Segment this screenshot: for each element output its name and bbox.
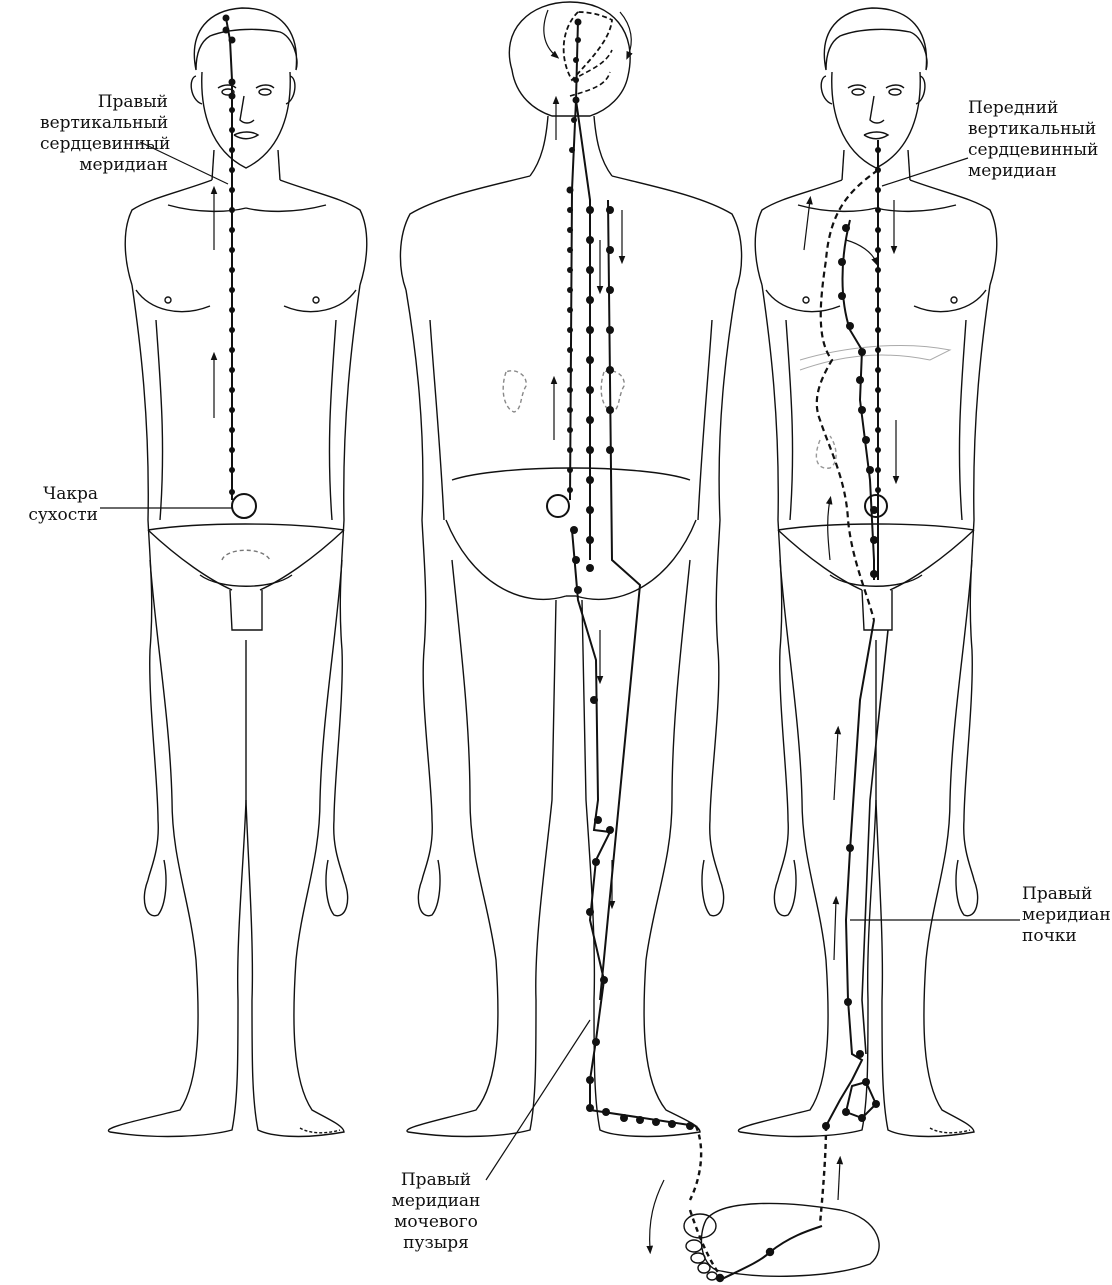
right-bladder-meridian-path — [543, 9, 703, 1255]
front-chakra-circle — [864, 494, 888, 518]
right-vertical-heart-meridian-path — [210, 14, 257, 519]
back-chakra-circle — [546, 494, 570, 518]
label-dryness-chakra: Чакра сухости — [28, 484, 98, 525]
front-meridian-points — [822, 147, 881, 1130]
kidney-meridian-path — [818, 619, 889, 1225]
foot-sole — [683, 1202, 880, 1283]
label-right-bladder-meridian: Правый меридиан мочевого пузыря — [391, 1170, 481, 1253]
label-right-kidney-meridian: Правый меридиан почки — [1022, 884, 1111, 946]
label-front-vertical-heart-meridian: Передний вертикальный сердцевинный мерид… — [968, 98, 1099, 181]
front-vertical-heart-meridian-path — [803, 140, 900, 621]
label-right-vertical-heart-meridian: Правый вертикальный сердцевинный меридиа… — [40, 92, 171, 175]
figure-back-center — [399, 1, 743, 1138]
leader-lines — [100, 141, 1020, 1181]
figure-front-left — [107, 7, 368, 1138]
figure-front-right — [737, 7, 998, 1138]
bladder-meridian-points — [566, 18, 694, 1130]
